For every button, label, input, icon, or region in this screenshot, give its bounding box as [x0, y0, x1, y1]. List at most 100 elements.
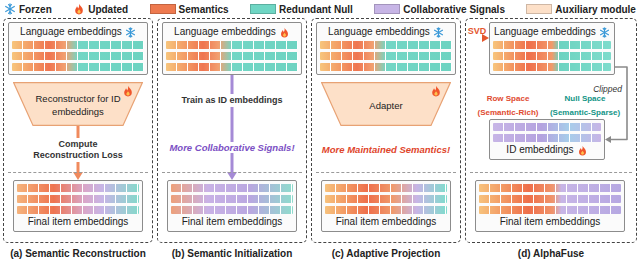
trapezoid-shape [13, 82, 143, 126]
arrow-head [605, 136, 611, 143]
panel-caption: (c) Adaptive Projection [332, 248, 441, 259]
dashed-separator [162, 172, 302, 173]
label-wrap: More Maintained Semantics! [315, 142, 457, 155]
embedding-row [17, 195, 139, 203]
embedding-row [325, 195, 447, 203]
legend-text: Redundant Null [279, 4, 353, 15]
legend-text: Updated [88, 4, 128, 15]
legend-swatch [250, 4, 276, 14]
embedding-row [12, 52, 144, 60]
caption-wrap: (c) Adaptive Projection [311, 245, 461, 260]
legend-item: Semantics [150, 4, 229, 15]
node-title: Language embeddings [20, 26, 122, 38]
panel: (a) Semantic Reconstruction Language embe… [3, 18, 153, 262]
svd-label: SVD [468, 26, 487, 36]
embedding-matrix [17, 184, 139, 214]
embedding-row [320, 63, 452, 71]
node-title: Language embeddings [494, 26, 596, 38]
updated-icon [279, 27, 290, 38]
arrow-head [73, 172, 83, 180]
node-title: Final item embeddings [28, 216, 129, 228]
frozen-icon [433, 27, 444, 38]
edge-label-wrap: Compute Reconstruction Loss [26, 138, 130, 162]
embedding-row [479, 206, 621, 214]
legend-item: Updated [73, 3, 128, 15]
label-wrap: SVD [466, 23, 488, 37]
trapezoid-outline [14, 83, 143, 126]
embedding-row [166, 41, 298, 49]
space-label: Row Space (Semantic-Rich) [478, 94, 539, 117]
frozen-icon [599, 27, 610, 38]
label-wrap: More Collaborative Signals! [161, 140, 303, 153]
embedding-row [493, 123, 601, 131]
embedding-matrix [479, 184, 621, 214]
edge-label: Train as ID embeddings [179, 94, 284, 107]
module-text-wrap: Adapter [369, 98, 402, 111]
panel-caption: (d) AlphaFuse [518, 248, 584, 259]
legend-text: Forzen [19, 4, 52, 15]
connector-line [231, 75, 234, 174]
embedding-matrix [493, 123, 601, 142]
node-title: Language embeddings [174, 26, 276, 38]
highlight-note: More Collaborative Signals! [167, 142, 296, 153]
legend-item: Forzen [4, 3, 52, 15]
updated-icon [430, 85, 442, 97]
connector [605, 67, 627, 143]
frozen-icon [4, 3, 16, 15]
module-text-wrap: Reconstructor for ID embeddings [35, 91, 121, 117]
title-row: Language embeddings [12, 26, 144, 38]
embedding-row [320, 41, 452, 49]
panel-caption: (a) Semantic Reconstruction [10, 248, 146, 259]
highlight-note: More Maintained Semantics! [320, 144, 452, 155]
footer-row: ID embeddings [493, 144, 601, 156]
legend-swatch [374, 4, 400, 14]
embedding-row [479, 195, 621, 203]
dashed-separator [316, 172, 456, 173]
embedding-matrix [166, 41, 298, 71]
embedding-row [166, 63, 298, 71]
embedding-row [479, 184, 621, 192]
embedding-row [12, 41, 144, 49]
edge-label-wrap: Clipped [592, 78, 623, 96]
embedding-row [493, 52, 611, 60]
id-embeddings: ID embeddings [489, 119, 605, 160]
legend-text: Semantics [179, 4, 229, 15]
node-title: Final item embeddings [500, 216, 601, 228]
caption-wrap: (a) Semantic Reconstruction [3, 245, 153, 260]
node-title: ID embeddings [506, 144, 573, 156]
embedding-row [171, 195, 293, 203]
language-embeddings: Language embeddings [316, 22, 456, 75]
legend-item: Redundant Null [250, 4, 353, 15]
embedding-row [493, 134, 601, 142]
embedding-row [166, 52, 298, 60]
embedding-row [320, 52, 452, 60]
node-title: Final item embeddings [182, 216, 283, 228]
embedding-row [12, 63, 144, 71]
embedding-row [171, 184, 293, 192]
legend-text: Auxiliary module [555, 4, 636, 15]
edge-label-wrap: Train as ID embeddings [162, 89, 302, 107]
dashed-separator [470, 172, 632, 173]
legend-text: Collaborative Signals [403, 4, 505, 15]
title-row: Language embeddings [166, 26, 298, 38]
embedding-row [325, 184, 447, 192]
updated-icon [122, 85, 134, 97]
title-row: Language embeddings [320, 26, 452, 38]
space-label: Null Space (Semantic-Sparse) [550, 94, 620, 117]
edge-label: Compute Reconstruction Loss [26, 138, 130, 162]
embedding-matrix [12, 41, 144, 71]
embedding-row [17, 184, 139, 192]
embedding-row [325, 206, 447, 214]
reconstructor-module: Reconstructor for ID embeddings [13, 82, 143, 126]
connector-line [77, 126, 80, 174]
edge-label: Clipped [592, 84, 623, 94]
updated-icon [73, 3, 85, 15]
panel: (c) Adaptive Projection Language embeddin… [311, 18, 461, 262]
frozen-icon [125, 27, 136, 38]
embedding-row [17, 206, 139, 214]
trapezoid-outline [322, 83, 451, 126]
language-embeddings: Language embeddings [162, 22, 302, 75]
panel: (d) AlphaFuse Language embeddings ID embed… [465, 18, 637, 262]
connector [227, 75, 237, 180]
module-text: Reconstructor for ID embeddings [36, 93, 121, 117]
